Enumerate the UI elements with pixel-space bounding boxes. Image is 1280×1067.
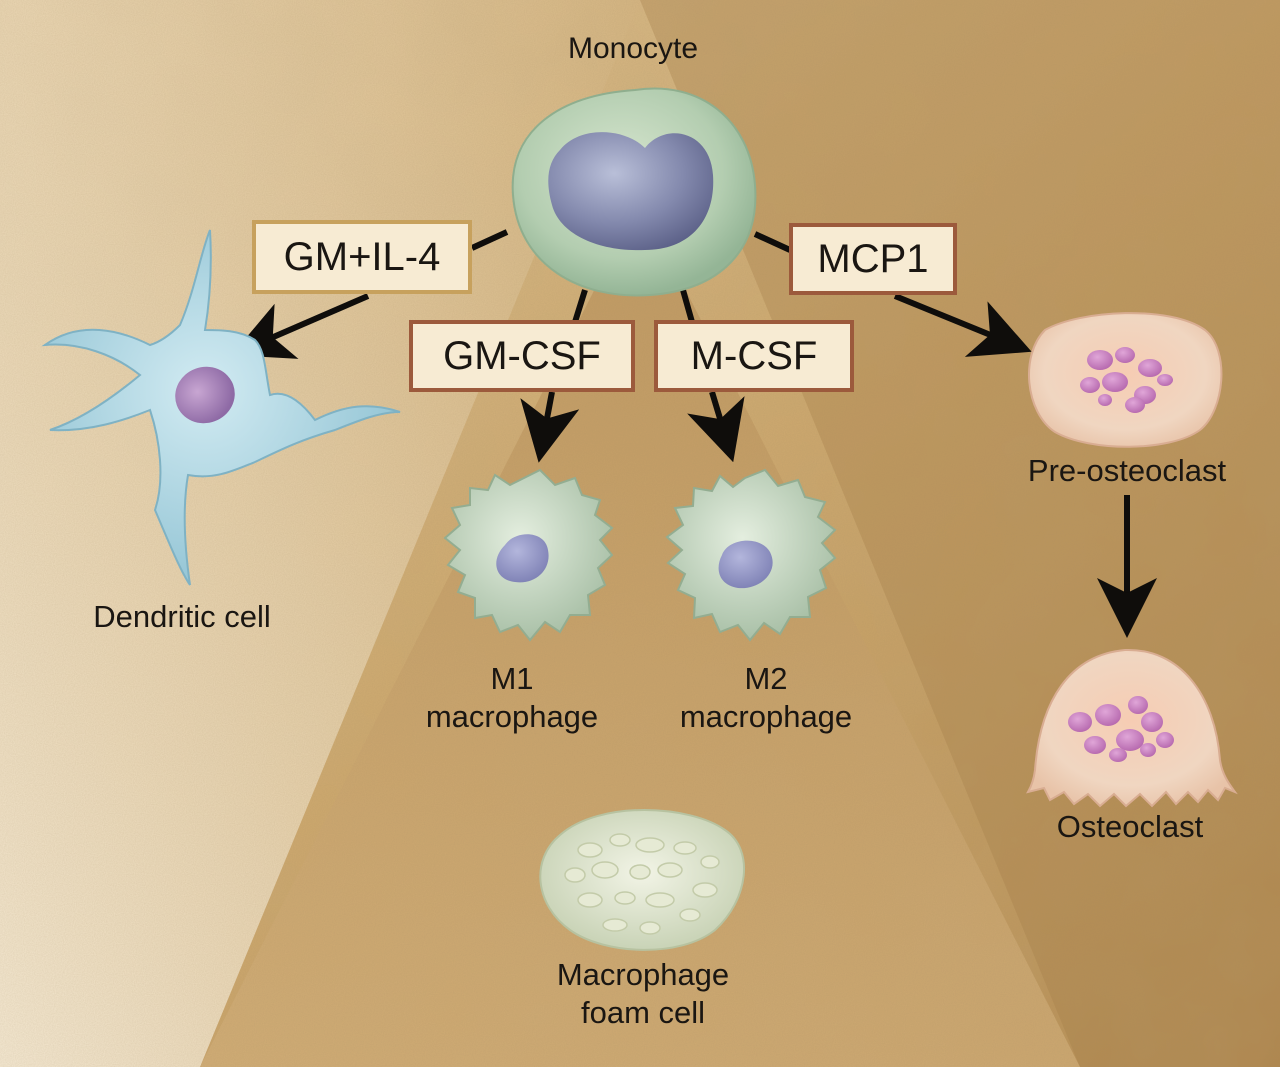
arrow-to-m1 [520, 391, 580, 463]
label-m2-line2: macrophage [679, 699, 853, 734]
osteoclast-nuclei [1068, 696, 1174, 762]
factor-box-mcp1: MCP1 [789, 223, 957, 295]
foam-cell-droplets [564, 833, 720, 935]
monocyte-cell [511, 87, 757, 297]
label-foam-cell: Macrophage foam cell [523, 956, 763, 1032]
osteoclast-cell [1025, 648, 1238, 808]
m1-nucleus [496, 534, 549, 583]
label-m2: M2 macrophage [656, 660, 876, 736]
monocyte-nucleus [548, 132, 714, 251]
line-monocyte-to-gm-il4 [470, 229, 509, 251]
label-m1: M1 macrophage [402, 660, 622, 736]
pre-osteoclast-cell [1028, 312, 1223, 448]
m2-macrophage-cell [665, 468, 837, 642]
m1-macrophage-cell [443, 468, 614, 642]
label-pre-osteoclast: Pre-osteoclast [1027, 453, 1227, 488]
label-m2-line1: M2 [744, 661, 788, 696]
line-monocyte-to-mcp1 [753, 231, 792, 253]
factor-box-gm-il4: GM+IL-4 [252, 220, 472, 294]
line-monocyte-to-m-csf [680, 289, 695, 323]
arrow-to-pre-osteoclast [893, 293, 1032, 357]
arrow-to-m2 [687, 391, 745, 463]
dendritic-cell-nucleus [175, 366, 235, 424]
label-foam-line1: Macrophage [556, 957, 730, 992]
label-osteoclast: Osteoclast [1056, 809, 1204, 844]
line-monocyte-to-gm-csf [572, 289, 588, 323]
label-monocyte: Monocyte [567, 32, 699, 65]
label-m1-line1: M1 [490, 661, 534, 696]
label-foam-line2: foam cell [580, 995, 706, 1030]
foam-cell [539, 809, 746, 951]
factor-box-gm-csf: GM-CSF [409, 320, 635, 392]
arrow-to-dendritic-cell [231, 293, 370, 359]
dendritic-cell [41, 229, 401, 586]
label-dendritic-cell: Dendritic cell [93, 599, 271, 634]
pre-osteoclast-nuclei [1080, 347, 1173, 413]
factor-box-m-csf: M-CSF [654, 320, 854, 392]
m2-nucleus [718, 540, 773, 589]
label-m1-line2: macrophage [425, 699, 599, 734]
arrows [231, 229, 1157, 638]
